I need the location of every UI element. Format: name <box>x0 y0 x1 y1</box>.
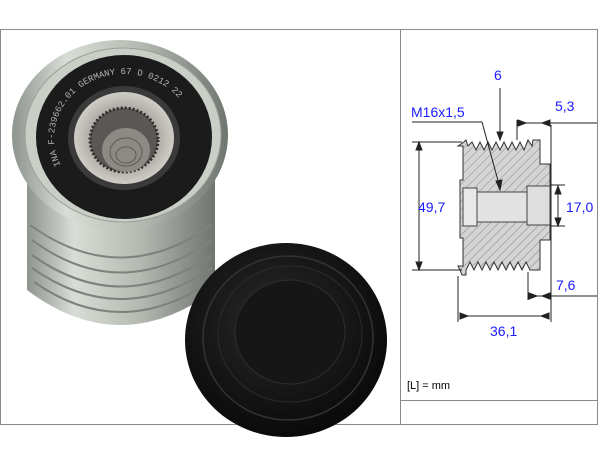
protective-cap-photo <box>185 243 387 437</box>
dim-total-width: 36,1 <box>490 323 517 339</box>
legend-divider <box>400 400 598 401</box>
dim-hub-width: 7,6 <box>556 277 576 293</box>
dim-bore-diameter: 17,0 <box>566 199 593 215</box>
unit-note: [L] = mm <box>407 380 451 392</box>
dim-right-offset: 5,3 <box>555 98 575 114</box>
panel-divider <box>400 29 401 425</box>
technical-drawing: 6 M16x1,5 5,3 49,7 17,0 7,6 36,1 <box>411 67 597 339</box>
dim-thread: M16x1,5 <box>411 104 465 120</box>
dim-outer-diameter: 49,7 <box>418 199 445 215</box>
dim-groove-count: 6 <box>494 67 502 83</box>
pulley-photo: INA F-239662.01 GERMANY 67 D 0212 22 <box>12 40 228 325</box>
